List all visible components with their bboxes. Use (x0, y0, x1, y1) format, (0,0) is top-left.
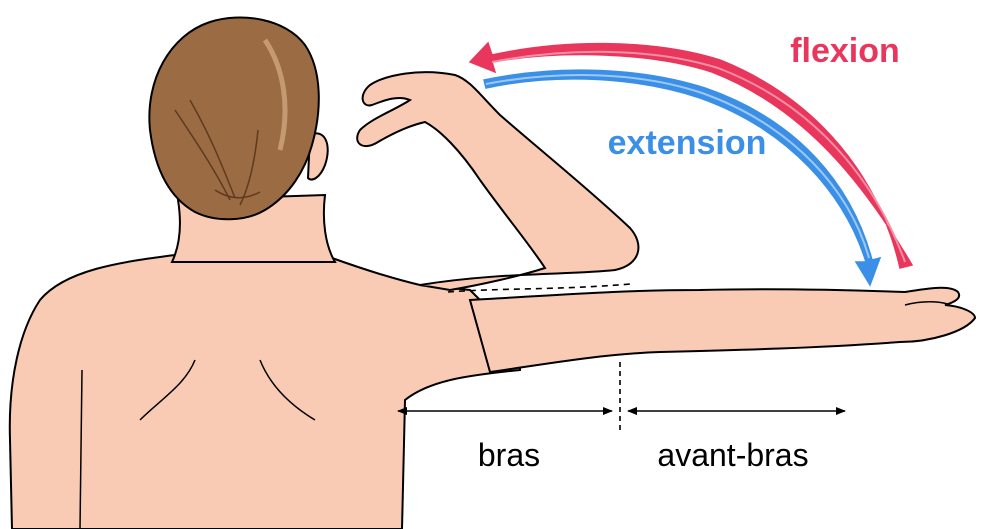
forearm-label: avant-bras (657, 437, 808, 473)
torso-back (10, 225, 520, 529)
forearm-extended (470, 288, 975, 372)
arm-flexed (357, 72, 638, 290)
flexion-label: flexion (790, 32, 900, 70)
extension-label: extension (608, 124, 767, 162)
hair (149, 17, 318, 219)
upper-arm-label: bras (478, 437, 540, 473)
